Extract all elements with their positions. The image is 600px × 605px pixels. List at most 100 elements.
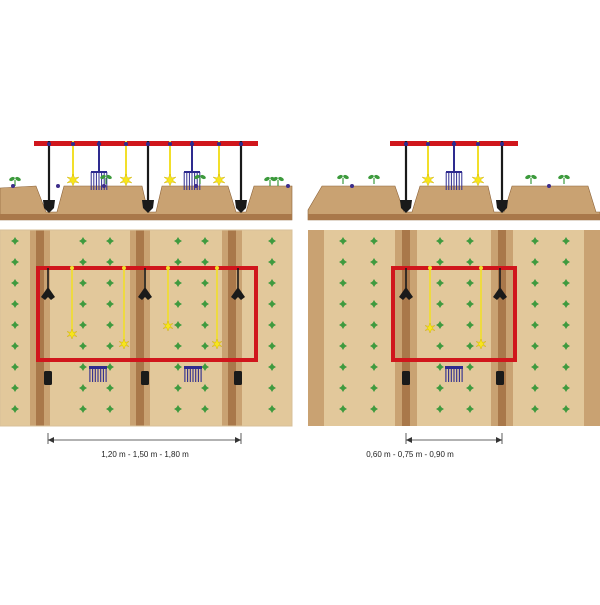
plant-icon [339,258,347,266]
seedling-icon [194,174,206,184]
plant-icon [562,237,570,245]
dimension-arrow [405,433,503,444]
plant-icon [174,321,182,329]
plant-icon [531,342,539,350]
seedling-icon [558,174,570,184]
seedling-icon [525,174,537,184]
plant-icon [201,300,209,308]
wide-bed-diagram [0,141,293,444]
plant-icon [106,363,114,371]
plant-icon [11,363,19,371]
soil-profile [307,185,600,221]
fork-tool-icon [183,141,201,190]
plant-icon [11,279,19,287]
plant-icon [268,321,276,329]
seed-dot [194,184,198,188]
narrow-bed-diagram [307,141,600,444]
plant-icon [466,384,474,392]
plant-icon [268,300,276,308]
share-top-icon [493,287,507,300]
plant-icon [174,384,182,392]
yellow-flower-icon [421,173,435,187]
plant-icon [79,405,87,413]
spring-tine [471,141,485,187]
plant-icon [268,237,276,245]
plant-icon [531,384,539,392]
plant-icon [436,300,444,308]
spring-tine [421,141,435,187]
furrow-center [402,230,410,426]
share-block-icon [44,371,52,385]
spring-tine [163,141,177,187]
plant-icon [339,300,347,308]
plant-icon [106,384,114,392]
share-top-icon [231,287,245,300]
seed-dot [11,184,15,188]
plant-icon [339,342,347,350]
fork-tool-icon [90,141,108,190]
seed-dot [102,184,106,188]
plant-icon [339,384,347,392]
tool-frame [391,266,517,362]
plant-icon [339,363,347,371]
plant-icon [466,342,474,350]
seed-dot [547,184,551,188]
plant-icon [531,321,539,329]
yellow-flower-icon [118,338,130,350]
plant-icon [562,321,570,329]
plant-icon [436,321,444,329]
plant-icon [79,384,87,392]
plant-icon [436,342,444,350]
plant-icon [106,258,114,266]
plant-icon [370,279,378,287]
plant-icon [174,237,182,245]
furrow-center [498,230,506,426]
plant-icon [174,258,182,266]
furrow-band [584,230,600,426]
yellow-flower-icon [66,173,80,187]
plant-icon [174,300,182,308]
plant-icon [174,405,182,413]
ridging-share [43,141,55,213]
share-top-icon [399,287,413,300]
plant-icon [531,279,539,287]
plant-icon [562,363,570,371]
yellow-flower-icon [211,338,223,350]
plant-icon [370,300,378,308]
plant-icon [562,384,570,392]
plant-icon [531,363,539,371]
share-block-icon [141,371,149,385]
seed-dot [56,184,60,188]
soil-profile [0,185,293,221]
share-block-icon [402,371,410,385]
plant-icon [370,237,378,245]
plant-icon [106,300,114,308]
plant-icon [339,279,347,287]
plant-icon [339,321,347,329]
plant-icon [79,321,87,329]
plant-icon [466,321,474,329]
plant-icon [201,279,209,287]
spring-top-icon [162,266,174,332]
seed-dot [350,184,354,188]
furrow-band [308,230,324,426]
plant-icon [11,405,19,413]
plant-icon [436,405,444,413]
plant-icon [79,342,87,350]
spring-top-icon [118,266,130,350]
yellow-flower-icon [471,173,485,187]
plant-icon [436,279,444,287]
plant-icon [531,300,539,308]
plant-icon [79,258,87,266]
plant-icon [562,279,570,287]
plant-icon [11,321,19,329]
plant-icon [174,342,182,350]
plant-icon [11,384,19,392]
plant-icon [466,405,474,413]
share-block-icon [496,371,504,385]
plant-icon [562,258,570,266]
plant-icon [11,342,19,350]
soil-base [308,214,600,220]
seedling-icon [272,176,284,186]
